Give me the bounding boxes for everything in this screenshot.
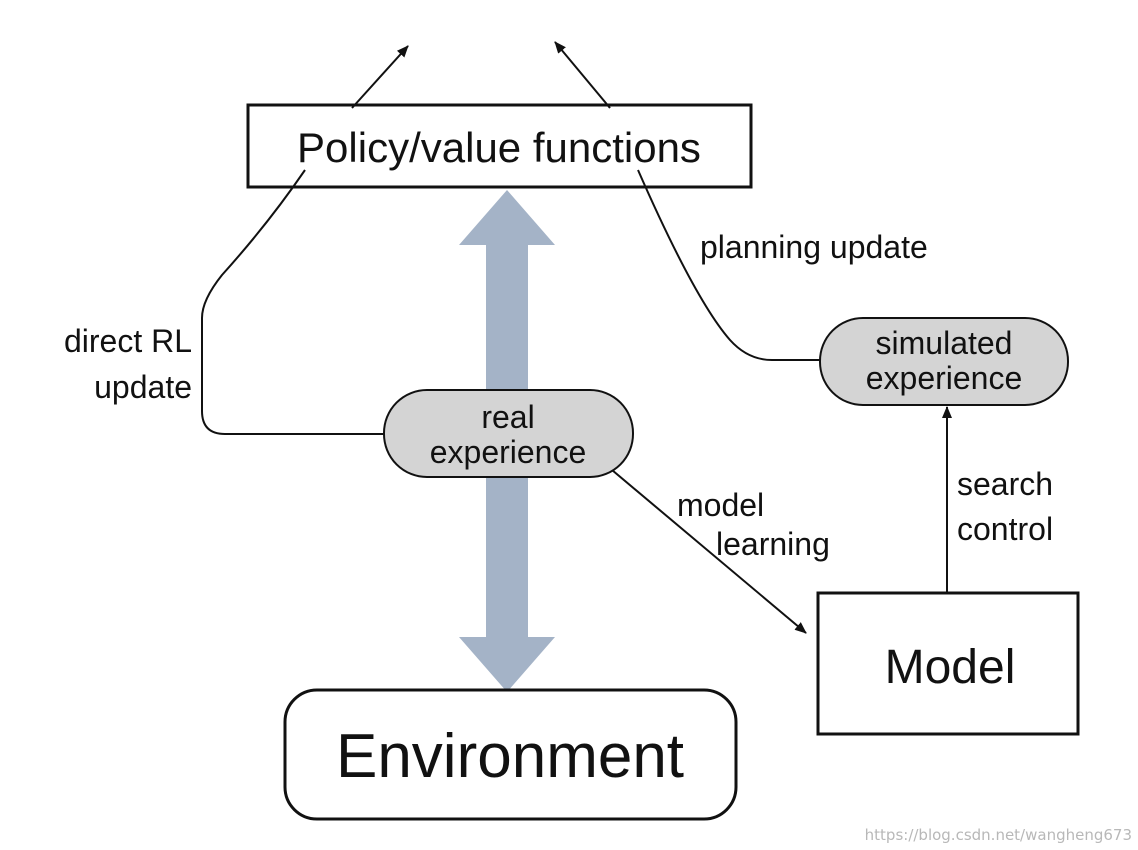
policy-value-functions-label: Policy/value functions bbox=[297, 124, 701, 171]
real-experience-line-1: real bbox=[481, 399, 534, 435]
model-learning-label-line-1: model bbox=[677, 487, 764, 523]
direct-rl-output-arrow bbox=[351, 45, 409, 109]
real-experience-node: real experience bbox=[383, 389, 634, 478]
planning-update-label: planning update bbox=[700, 229, 928, 265]
planning-output-arrow bbox=[554, 41, 611, 109]
simulated-experience-line-2: experience bbox=[866, 360, 1023, 396]
model-learning-arrow bbox=[611, 469, 807, 634]
model-learning-label-line-2: learning bbox=[716, 526, 830, 562]
direct-rl-label-line-1: direct RL bbox=[64, 323, 192, 359]
planning-update-path bbox=[637, 169, 822, 361]
direct-rl-label-line-2: update bbox=[94, 369, 192, 405]
environment-label: Environment bbox=[336, 722, 684, 791]
model-label: Model bbox=[885, 641, 1016, 694]
model-box: Model bbox=[816, 591, 1080, 736]
search-control-label-line-2: control bbox=[957, 511, 1053, 547]
watermark-text: https://blog.csdn.net/wangheng673 bbox=[864, 826, 1132, 844]
policy-value-functions-box: Policy/value functions bbox=[246, 103, 753, 189]
simulated-experience-line-1: simulated bbox=[876, 325, 1013, 361]
simulated-experience-node: simulated experience bbox=[819, 317, 1069, 406]
search-control-label-line-1: search bbox=[957, 466, 1053, 502]
direct-rl-update-path bbox=[201, 169, 385, 435]
real-experience-line-2: experience bbox=[430, 434, 587, 470]
environment-box: Environment bbox=[283, 688, 738, 821]
